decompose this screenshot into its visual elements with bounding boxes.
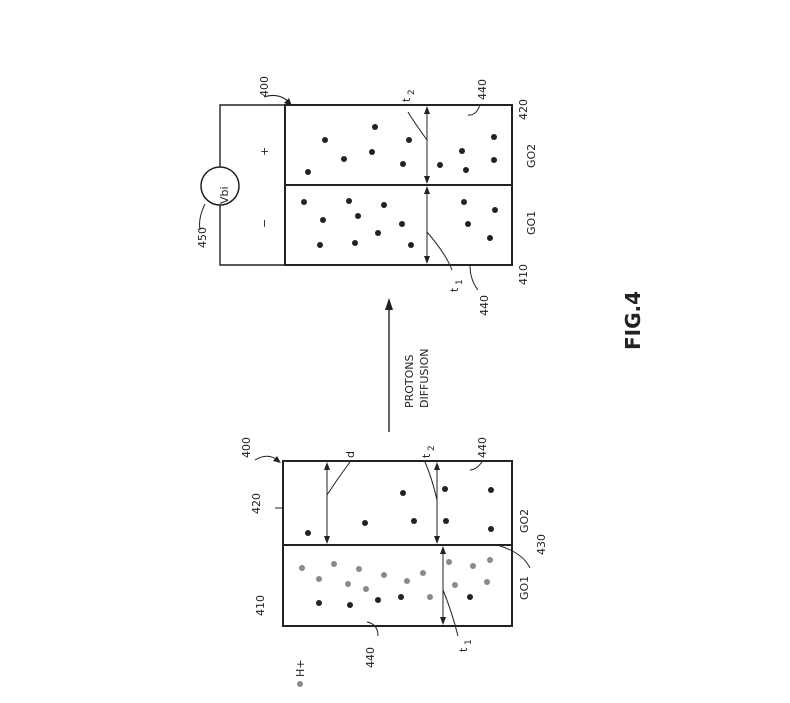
svg-text:t: t	[400, 97, 413, 102]
right-leader-440-a	[469, 264, 479, 291]
left-ref-400: 400	[240, 437, 253, 458]
right-label-t2: t 2	[400, 89, 417, 102]
right-go1-dots	[301, 198, 498, 248]
proton-legend-dot	[297, 681, 303, 687]
svg-text:1: 1	[455, 279, 465, 285]
left-label-d: d	[344, 451, 357, 458]
svg-text:2: 2	[407, 89, 417, 95]
right-leader-450	[199, 203, 206, 231]
left-label-go1: GO1	[518, 576, 531, 600]
right-go2-dots	[305, 124, 497, 175]
left-ref-430: 430	[535, 534, 548, 555]
right-ref-450: 450	[196, 227, 209, 248]
left-panel-labels: 400 420 410 d t 2 440 GO2 GO1 430 440 t …	[240, 437, 548, 687]
right-dimension-t1	[424, 186, 453, 271]
right-ref-420: 420	[517, 99, 530, 120]
svg-text:1: 1	[464, 639, 474, 645]
left-leader-430	[496, 544, 531, 569]
plus-sign: +	[258, 147, 271, 156]
left-ref-440-a: 440	[364, 647, 377, 668]
arrow-label-diffusion: DIFFUSION	[418, 348, 431, 408]
left-dimension-t2	[424, 461, 440, 544]
left-go1-dots-black	[316, 594, 473, 608]
right-label-go2: GO2	[525, 144, 538, 168]
right-panel	[199, 95, 513, 291]
left-leader-440-a	[366, 621, 379, 637]
right-circuit-wire-top	[219, 104, 285, 167]
arrow-label-protons: PROTONS	[403, 354, 416, 408]
left-label-go2: GO2	[518, 509, 531, 533]
right-dimension-t2	[407, 106, 430, 184]
left-panel	[254, 455, 531, 637]
left-label-t2: t 2	[420, 445, 437, 458]
vbi-source-symbol	[200, 166, 240, 206]
svg-text:t: t	[420, 453, 433, 458]
right-ref-440-a: 440	[478, 295, 491, 316]
right-panel-labels: 400 Vbi 450 + − t 2 440 420 GO2 GO1 410 …	[196, 76, 538, 316]
left-go2-dots	[305, 486, 494, 536]
left-label-t1: t 1	[457, 639, 474, 652]
left-dimension-d	[324, 461, 351, 544]
left-go1-dots-proton	[299, 557, 493, 600]
svg-text:t: t	[448, 287, 461, 292]
minus-sign: −	[258, 219, 271, 228]
right-ref-400: 400	[258, 76, 271, 97]
right-label-t1: t 1	[448, 279, 465, 292]
left-leader-440-b	[469, 461, 483, 471]
right-leader-440-b	[467, 104, 481, 116]
right-circuit-wire-bottom	[219, 205, 285, 266]
figure-caption: FIG.4	[621, 291, 645, 350]
left-layer-stack	[282, 460, 513, 627]
vbi-label: Vbi	[218, 186, 231, 204]
proton-legend-label: H+	[294, 660, 307, 678]
left-dimension-t1	[440, 546, 459, 637]
left-ref-420: 420	[250, 493, 263, 514]
svg-text:t: t	[457, 647, 470, 652]
left-ref-410: 410	[254, 595, 267, 616]
left-ref-440-b: 440	[476, 437, 489, 458]
protons-diffusion-arrow: PROTONS DIFFUSION	[385, 298, 431, 432]
right-ref-440-b: 440	[476, 79, 489, 100]
svg-text:2: 2	[427, 445, 437, 451]
right-ref-410: 410	[517, 264, 530, 285]
right-label-go1: GO1	[525, 211, 538, 235]
